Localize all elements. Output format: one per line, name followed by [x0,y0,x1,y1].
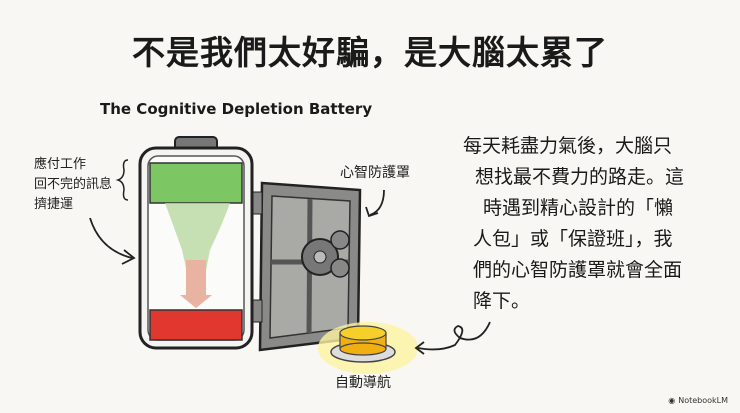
shield-door-icon [252,181,362,352]
battery-drain-label: 應付工作 回不完的訊息 擠捷運 [34,157,113,212]
autopilot-button-icon [318,322,418,374]
shield-label: 心智防護罩 [340,165,410,181]
autopilot-label: 自動導航 [335,375,391,391]
battery-icon [138,136,254,350]
notebooklm-icon: ◉ [668,396,676,405]
brand-watermark: ◉ NotebookLM [668,396,728,405]
explanation-text: 每天耗盡力氣後，大腦只 想找最不費力的路走。這 時遇到精心設計的「懶 人包」或「… [463,135,685,312]
page-title: 不是我們太好騙，是大腦太累了 [132,33,608,72]
illustration-subtitle: The Cognitive Depletion Battery [100,100,373,118]
